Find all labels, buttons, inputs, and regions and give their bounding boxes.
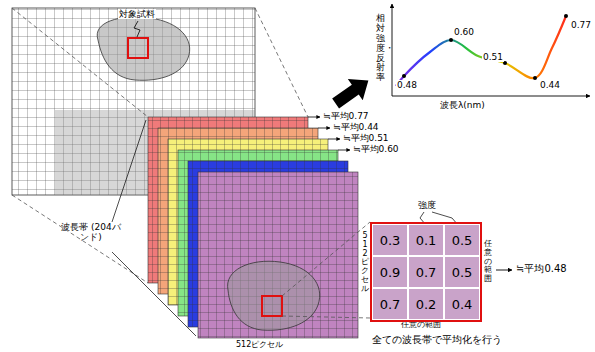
band-count: 波長帯 (204バンド): [58, 222, 124, 243]
average-value: ≒平均0.48: [516, 263, 567, 275]
big-arrow: [328, 70, 376, 114]
sample-blob: [228, 261, 320, 330]
band-average: ≒平均0.60: [352, 144, 400, 154]
average-arrow: [496, 270, 512, 271]
spectrum-curve: [396, 16, 566, 86]
table-cell: 0.1: [408, 224, 444, 256]
sample-blob: [97, 17, 190, 80]
point-value: 0.44: [539, 80, 561, 90]
point-value: 0.51: [482, 52, 504, 62]
dimension-label: 512ピクセル: [236, 340, 283, 349]
roi-square: [262, 296, 282, 316]
leader-line: [134, 21, 140, 37]
table-cell: 0.5: [444, 224, 480, 256]
band-average: ≒平均0.51: [342, 133, 390, 143]
axis-label: 波長λ(nm): [440, 100, 485, 110]
point-value: 0.60: [453, 27, 475, 37]
table-cell: 0.7: [372, 288, 408, 320]
band-average: ≒平均0.77: [322, 111, 370, 121]
table-cell: 0.9: [372, 256, 408, 288]
band-average: ≒平均0.44: [332, 122, 380, 132]
band-bracket: [112, 120, 196, 336]
band-stack: [148, 117, 358, 338]
spectrum-chart: [392, 4, 590, 96]
point-value: 0.77: [570, 20, 592, 30]
sample-label: 対象試料: [118, 9, 156, 19]
table-cell: 0.7: [408, 256, 444, 288]
point-value: 0.48: [396, 80, 418, 90]
data-point: [402, 14, 568, 80]
dimension-label: 512ピクセル: [361, 232, 369, 294]
intensity-grid: 0.30.10.50.90.70.50.70.20.4: [370, 222, 482, 322]
roi-square: [128, 38, 148, 58]
table-cell: 0.3: [372, 224, 408, 256]
note-text: 全ての波長帯で平均化を行う: [372, 334, 502, 346]
axis-label: 相対強度・反射率: [376, 14, 385, 83]
intensity-label: 強度: [418, 200, 436, 210]
table-cell: 0.2: [408, 288, 444, 320]
table-cell: 0.4: [444, 288, 480, 320]
table-cell: 0.5: [444, 256, 480, 288]
zoom-lines: [282, 222, 370, 318]
range-label: 任意の範囲: [484, 240, 492, 284]
